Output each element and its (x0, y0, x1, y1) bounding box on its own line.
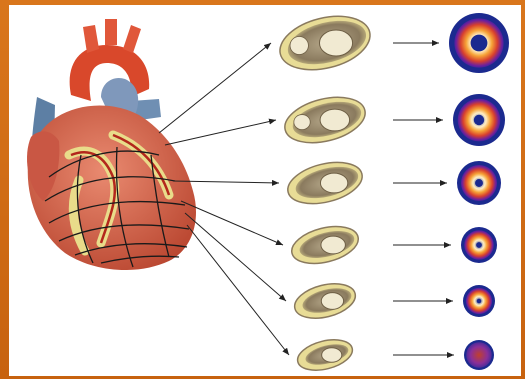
arrow-to-slice-base (159, 43, 271, 133)
slice-basal-mid (280, 90, 370, 151)
slice-mid (284, 155, 367, 210)
perfusion-images (449, 13, 509, 370)
perfusion-image-mid-apical (461, 227, 497, 263)
perfusion-image-apex (464, 340, 494, 370)
slice-mid-apical (288, 220, 362, 269)
anatomical-slices (274, 8, 375, 376)
slice-apex (294, 335, 355, 376)
slice-apical (291, 278, 359, 324)
heart-illustration (27, 19, 196, 270)
perfusion-image-base (449, 13, 509, 73)
perfusion-image-basal-mid (453, 94, 505, 146)
slice-to-image-arrows (393, 43, 454, 355)
perfusion-image-mid (457, 161, 501, 205)
arrow-to-slice-basal-mid (165, 120, 276, 145)
perfusion-image-apical (463, 285, 495, 317)
arrow-to-slice-apical (185, 213, 286, 301)
heart-slice-diagram (9, 5, 521, 376)
figure-panel (9, 5, 521, 376)
slice-base (274, 8, 375, 79)
